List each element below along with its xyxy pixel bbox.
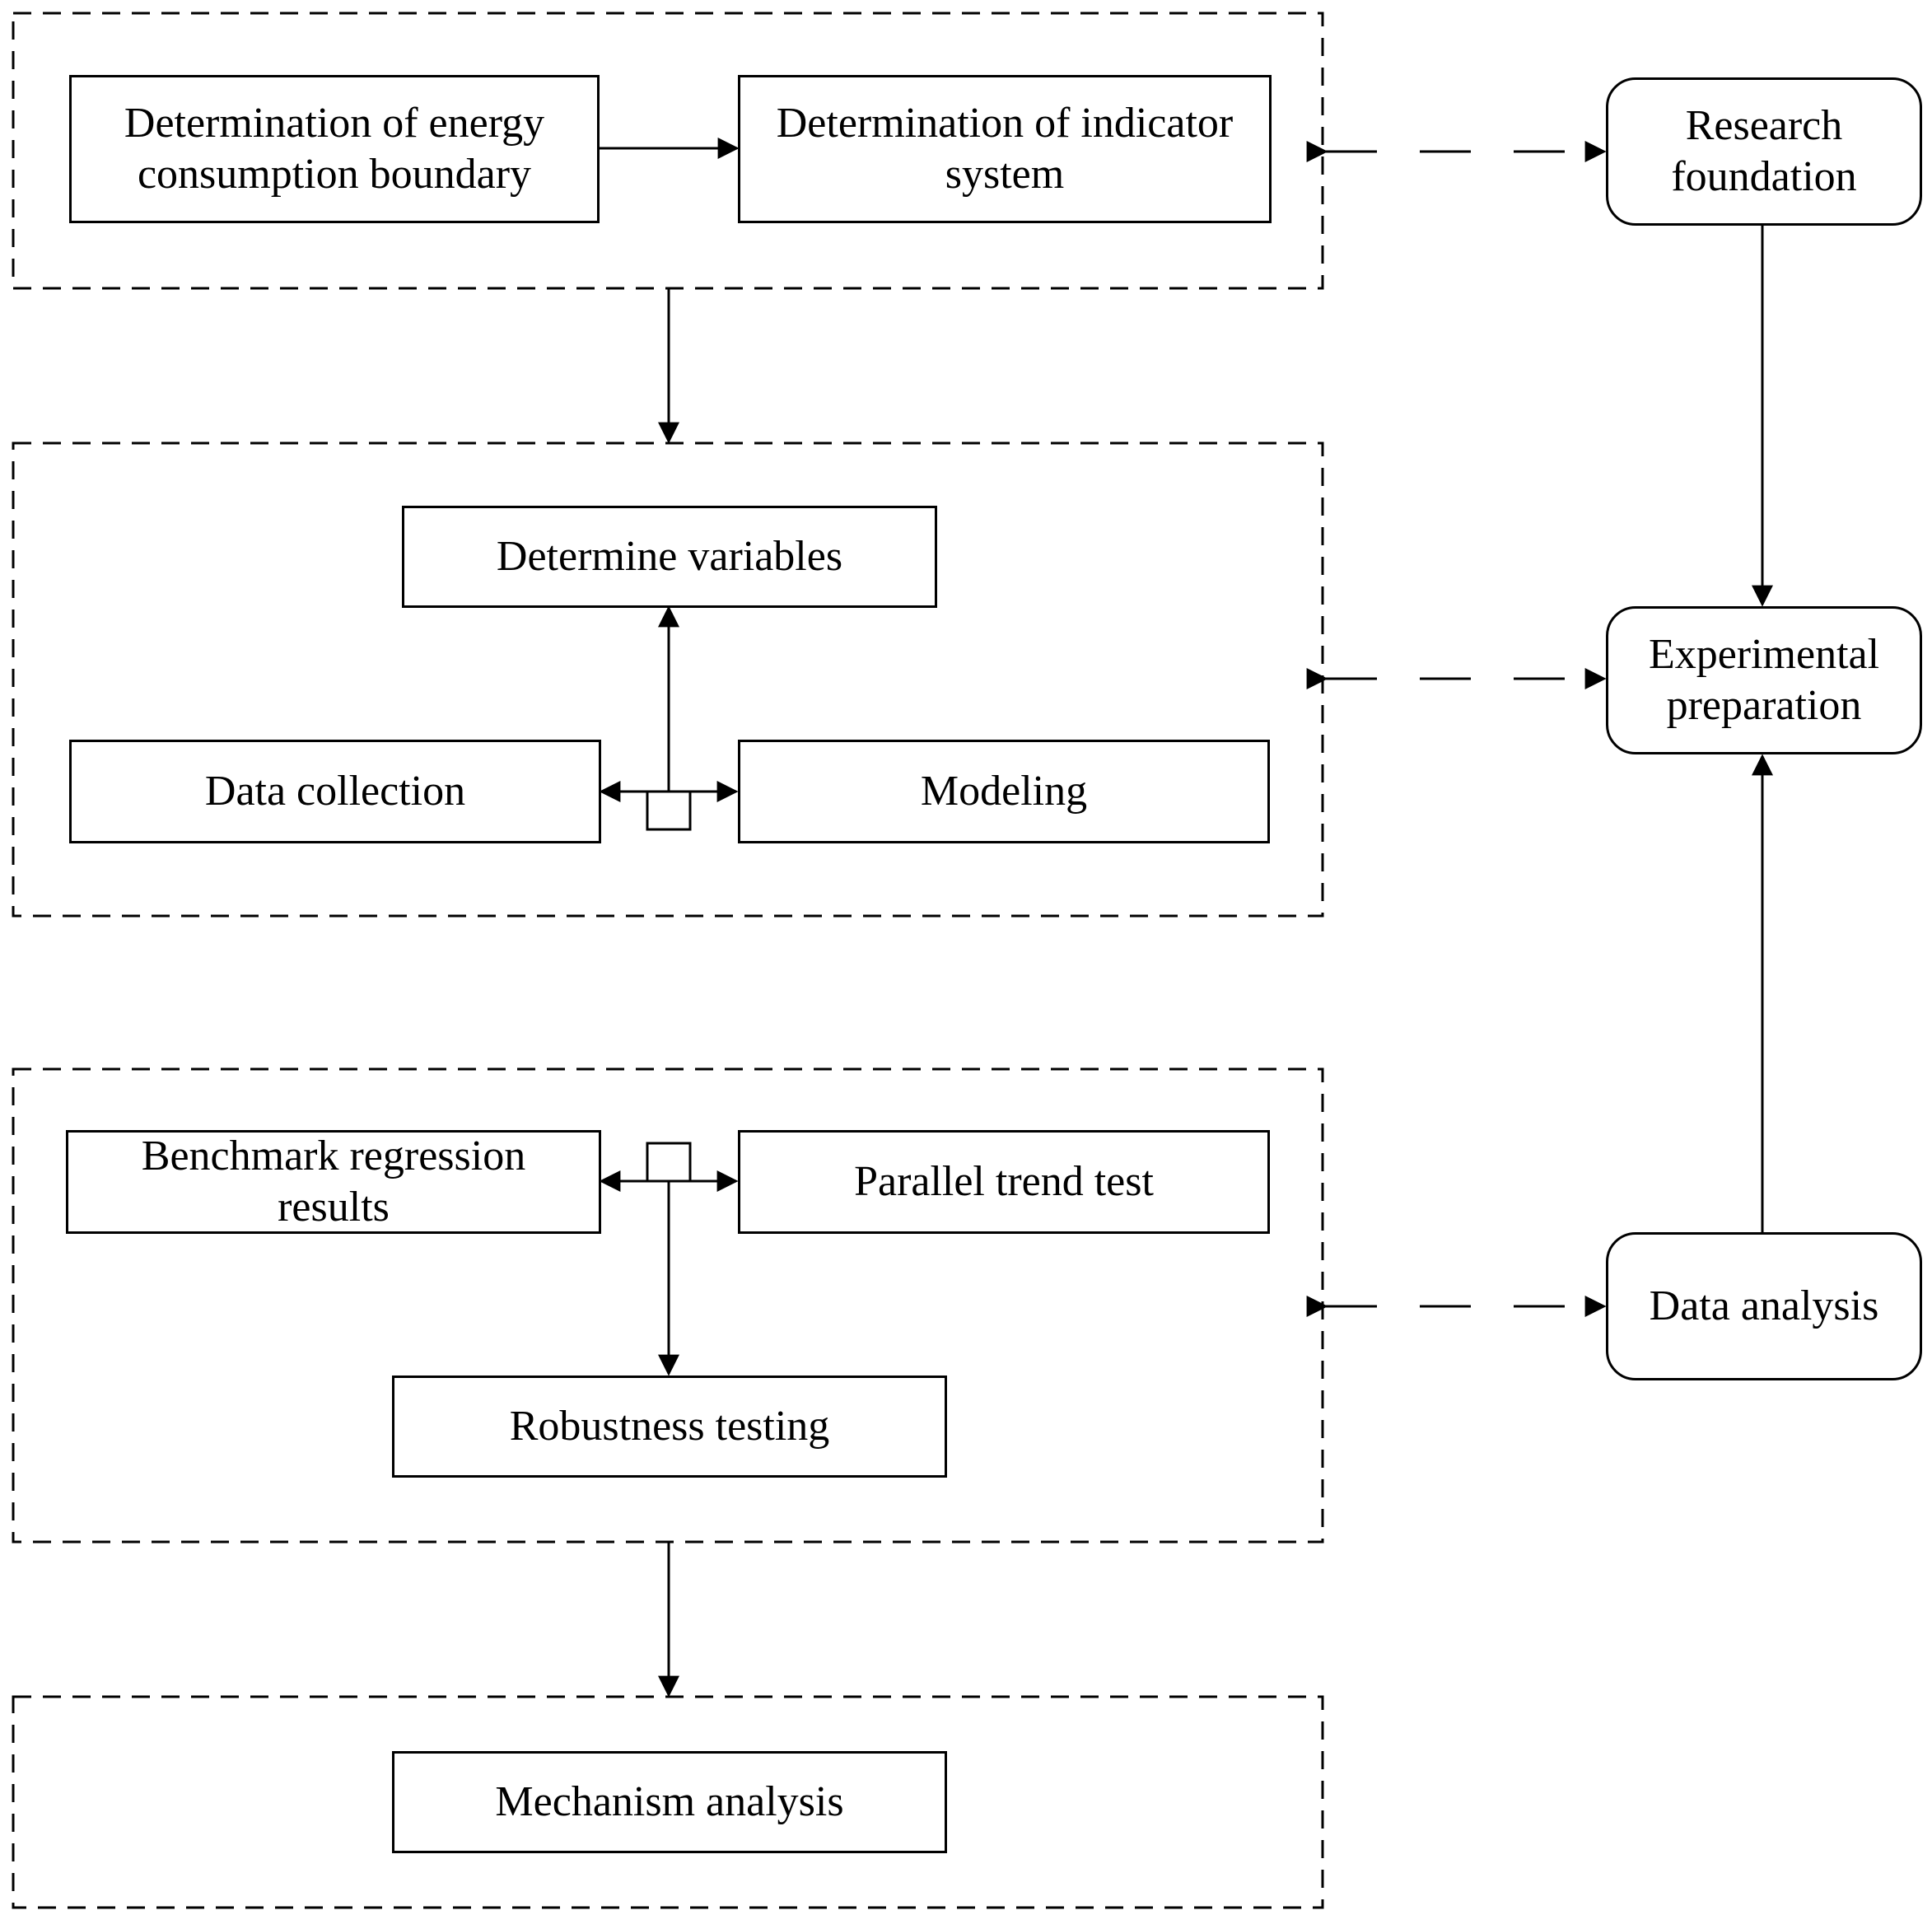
box-label-line: system [945, 151, 1065, 198]
mechanism-box: Mechanism analysis [392, 1751, 947, 1853]
box-label-line: foundation [1671, 153, 1857, 200]
box-label: Modeling [920, 768, 1088, 815]
experimental-preparation-box: Experimental preparation [1606, 606, 1922, 754]
box-label: Robustness testing [509, 1403, 830, 1450]
box-label: Data analysis [1649, 1282, 1879, 1329]
box-label: Parallel trend test [854, 1158, 1154, 1205]
junction-square [646, 1142, 692, 1183]
parallel-trend-box: Parallel trend test [738, 1130, 1270, 1234]
box-label-line: Experimental [1648, 631, 1880, 678]
box-label-line: Determination of indicator [776, 100, 1234, 147]
data-collection-box: Data collection [69, 740, 601, 843]
box-label-line: consumption boundary [137, 151, 532, 198]
box-label-line: Benchmark regression [141, 1133, 526, 1179]
benchmark-box: Benchmark regression results [66, 1130, 601, 1234]
box-label: Mechanism analysis [495, 1778, 844, 1825]
data-analysis-box: Data analysis [1606, 1232, 1922, 1380]
determine-variables-box: Determine variables [402, 506, 937, 608]
box-label-line: results [278, 1184, 390, 1231]
box-label-line: Determination of energy [124, 100, 545, 147]
energy-boundary-box: Determination of energy consumption boun… [69, 75, 600, 223]
box-label-line: preparation [1666, 682, 1862, 729]
research-foundation-box: Research foundation [1606, 77, 1922, 226]
robustness-box: Robustness testing [392, 1376, 947, 1478]
junction-square [646, 790, 692, 831]
box-label: Determine variables [496, 533, 843, 580]
indicator-system-box: Determination of indicator system [738, 75, 1272, 223]
modeling-box: Modeling [738, 740, 1270, 843]
box-label-line: Research [1685, 102, 1843, 149]
box-label: Data collection [204, 768, 466, 815]
